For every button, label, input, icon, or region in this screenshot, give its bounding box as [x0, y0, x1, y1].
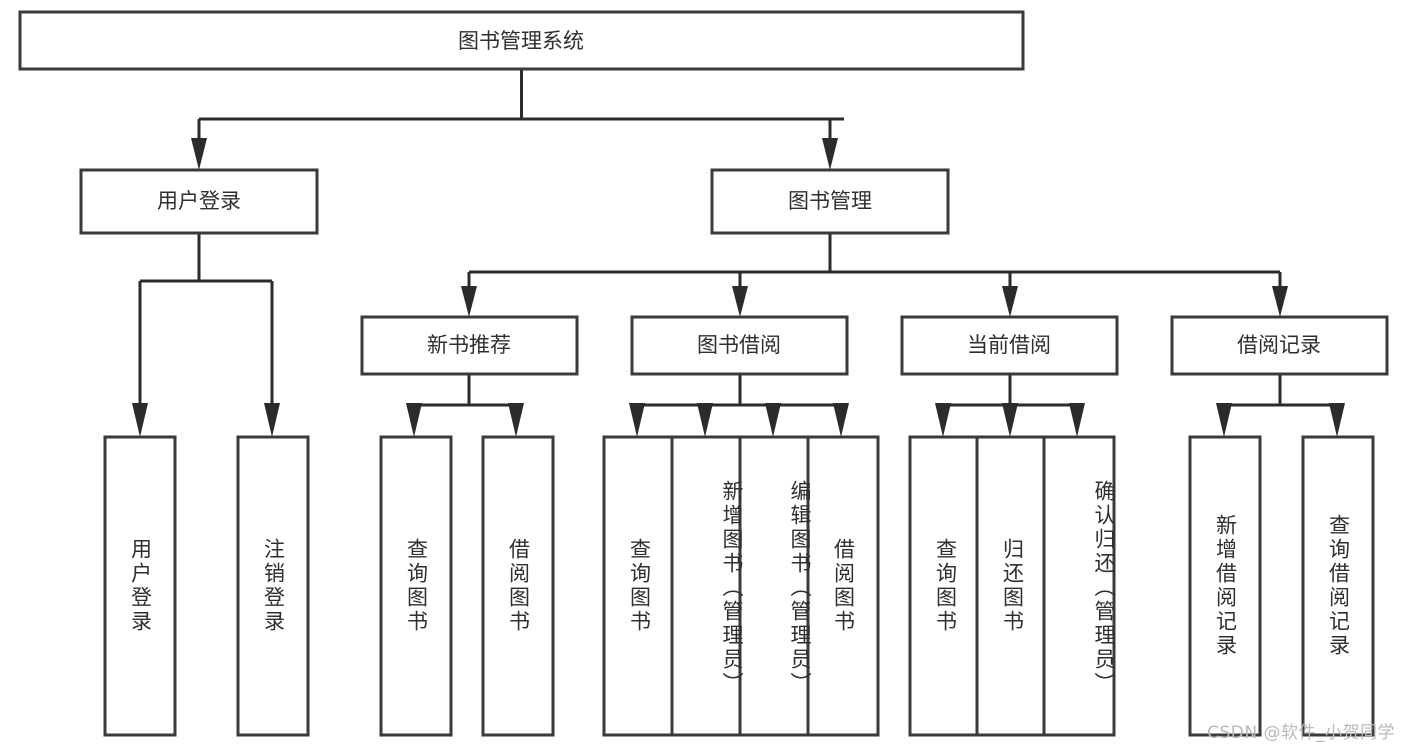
connector-group-user-login-to-leaves — [132, 233, 280, 437]
node-book-manage-label: 图书管理 — [788, 189, 872, 213]
node-book-borrow-label: 图书借阅 — [697, 333, 781, 357]
node-book-borrow[interactable]: 图书借阅 — [630, 315, 849, 376]
arrow-leaf-newbook-2 — [508, 403, 524, 437]
connector-group-book-manage-to-level3 — [461, 233, 1288, 317]
node-user-login-label: 用户登录 — [157, 189, 241, 213]
connector-group-root-to-level2 — [191, 69, 844, 170]
leaf-box-user-login-2[interactable] — [236, 435, 310, 737]
node-borrow-record[interactable]: 借阅记录 — [1170, 315, 1389, 376]
leaf-box-borrowrecord-2[interactable] — [1301, 435, 1375, 737]
arrow-leaf-currentborrow-3 — [1069, 403, 1085, 437]
arrow-leaf-currentborrow-2 — [1002, 403, 1018, 437]
arrow-leaf-bookborrow-2 — [697, 403, 713, 437]
leaf-box-newbook-1[interactable] — [379, 435, 453, 737]
leaf-boxes-book-borrow — [602, 435, 880, 737]
node-borrow-record-label: 借阅记录 — [1237, 333, 1321, 357]
node-new-book-recommend-box[interactable] — [360, 315, 579, 376]
leaf-boxes-current-borrow — [908, 435, 1116, 737]
arrow-leaf-user-login-2 — [264, 403, 280, 437]
connector-group-new-book-to-leaves — [406, 374, 524, 437]
connector-group-current-borrow-to-leaves — [935, 374, 1085, 437]
arrow-leaf-bookborrow-1 — [629, 403, 645, 437]
arrow-leaf-borrowrecord-2 — [1329, 403, 1345, 437]
arrow-to-book-manage — [822, 138, 838, 170]
node-borrow-record-box[interactable] — [1170, 315, 1389, 376]
node-book-borrow-box[interactable] — [630, 315, 849, 376]
leaf-box-bookborrow-1[interactable] — [602, 435, 676, 737]
node-book-manage-box[interactable] — [710, 168, 950, 235]
node-root-label: 图书管理系统 — [458, 29, 584, 53]
leaf-box-user-login-1[interactable] — [103, 435, 177, 737]
leaf-box-currentborrow-3[interactable] — [1042, 435, 1116, 737]
leaf-boxes-user-login — [103, 435, 310, 737]
leaf-boxes-new-book-recommend — [379, 435, 555, 737]
arrow-leaf-user-login-1 — [132, 403, 148, 437]
arrow-leaf-currentborrow-1 — [935, 403, 951, 437]
leaf-box-bookborrow-4[interactable] — [806, 435, 880, 737]
connector-group-book-borrow-to-leaves — [629, 374, 849, 437]
arrow-l3-3 — [1002, 286, 1018, 317]
node-new-book-recommend-label: 新书推荐 — [427, 333, 511, 357]
leaf-box-bookborrow-3[interactable] — [738, 435, 812, 737]
arrow-to-user-login — [191, 138, 207, 170]
arrow-l3-4 — [1272, 286, 1288, 317]
leaf-boxes-borrow-record — [1188, 435, 1375, 737]
node-current-borrow-label: 当前借阅 — [967, 333, 1051, 357]
arrow-l3-2 — [732, 286, 748, 317]
leaf-box-currentborrow-1[interactable] — [908, 435, 982, 737]
node-new-book-recommend[interactable]: 新书推荐 — [360, 315, 579, 376]
connector-group-borrow-record-to-leaves — [1216, 374, 1345, 437]
node-current-borrow[interactable]: 当前借阅 — [900, 315, 1119, 376]
node-current-borrow-box[interactable] — [900, 315, 1119, 376]
leaf-box-currentborrow-2[interactable] — [975, 435, 1049, 737]
node-root[interactable]: 图书管理系统 — [18, 10, 1025, 71]
arrow-leaf-bookborrow-4 — [833, 403, 849, 437]
arrow-leaf-bookborrow-3 — [765, 403, 781, 437]
node-book-manage[interactable]: 图书管理 — [710, 168, 950, 235]
arrow-leaf-borrowrecord-1 — [1216, 403, 1232, 437]
node-user-login-box[interactable] — [79, 168, 319, 235]
leaf-box-borrowrecord-1[interactable] — [1188, 435, 1262, 737]
arrow-leaf-newbook-1 — [406, 403, 422, 437]
node-user-login[interactable]: 用户登录 — [79, 168, 319, 235]
leaf-box-bookborrow-2[interactable] — [670, 435, 744, 737]
arrow-l3-1 — [461, 286, 477, 317]
node-root-box[interactable] — [18, 10, 1025, 71]
leaf-box-newbook-2[interactable] — [481, 435, 555, 737]
watermark-text: CSDN @软件_小贺同学 — [1207, 723, 1395, 743]
